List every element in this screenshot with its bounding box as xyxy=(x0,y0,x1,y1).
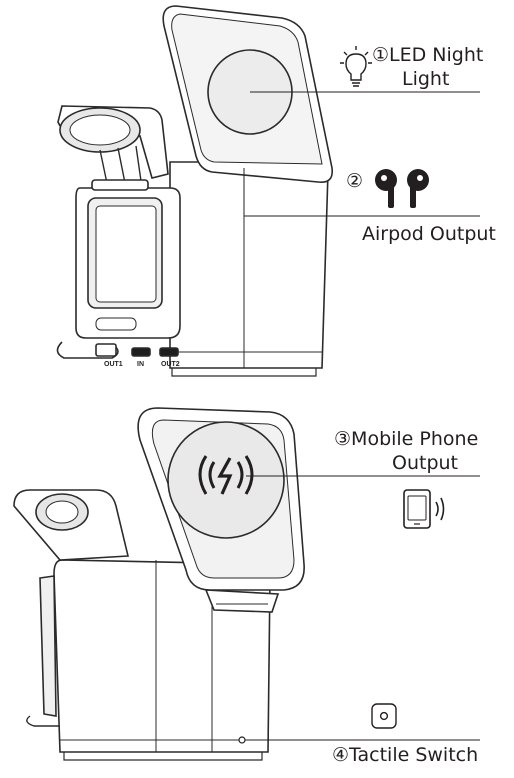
switch-label: ④Tactile Switch xyxy=(332,744,478,766)
led-label-line2: Light xyxy=(402,68,450,90)
tactile-button-icon xyxy=(371,703,397,729)
phone-label-line2: Output xyxy=(392,452,458,474)
phone-number: ③ xyxy=(334,428,352,450)
bottom-device xyxy=(13,407,305,761)
tactile-switch-hole xyxy=(238,736,246,744)
led-label-line1: LED Night xyxy=(389,44,484,66)
led-label: ①LED Night xyxy=(372,44,483,66)
port-in-label: IN xyxy=(137,361,144,368)
airpod-leader-line xyxy=(243,168,480,217)
smartphone-vibrate-icon xyxy=(403,489,445,529)
top-device xyxy=(56,5,334,377)
light-bulb-icon xyxy=(340,46,372,87)
switch-label-text: Tactile Switch xyxy=(349,744,479,766)
port-out1-label: OUT1 xyxy=(104,361,123,368)
phone-label-line1: Mobile Phone xyxy=(351,428,479,450)
led-number: ① xyxy=(372,44,390,66)
wireless-charging-icon xyxy=(198,455,254,495)
port-out2-label: OUT2 xyxy=(161,361,180,368)
wireless-pad-circle xyxy=(167,421,285,539)
airpod-output-label: Airpod Output xyxy=(362,223,496,245)
top-base-body xyxy=(169,161,329,369)
phone-label: ③Mobile Phone xyxy=(334,428,478,450)
airpods-icon xyxy=(375,169,429,208)
airpod-number: ② xyxy=(346,170,364,192)
switch-number: ④ xyxy=(332,744,350,766)
